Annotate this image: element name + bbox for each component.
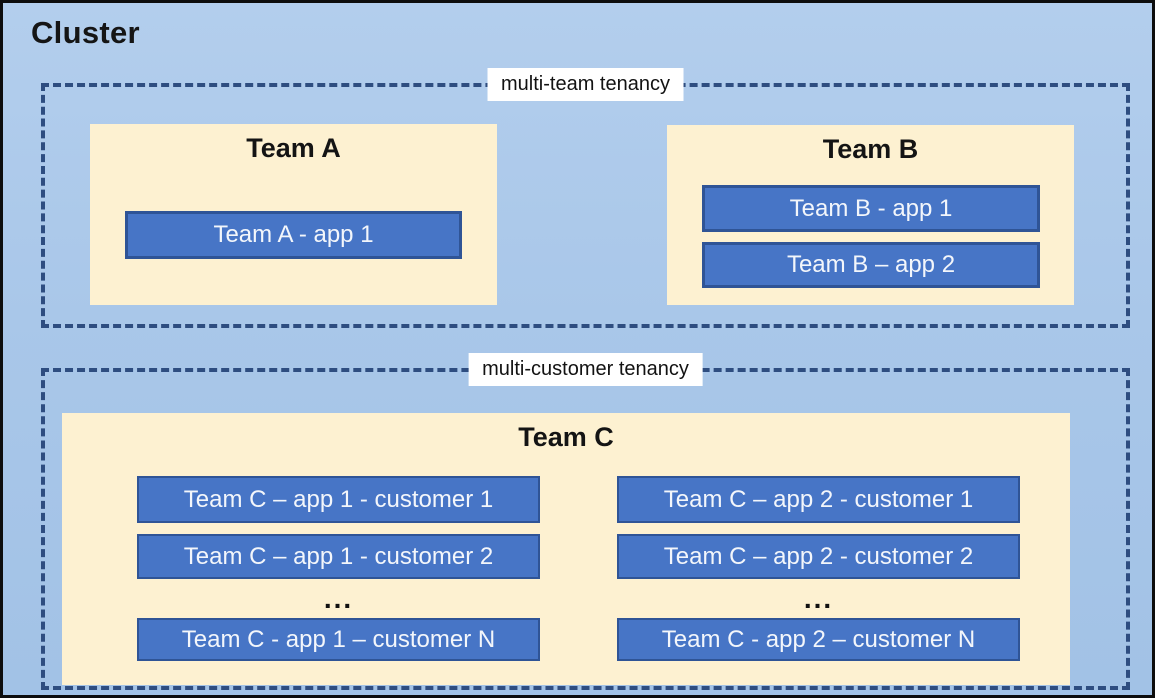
team-c-panel: Team C Team C – app 1 - customer 1 Team … [62, 413, 1070, 685]
team-b-title: Team B [822, 134, 919, 164]
multi-customer-tenancy-label: multi-customer tenancy [468, 353, 703, 386]
team-c-app1-customer1-box: Team C – app 1 - customer 1 [137, 476, 540, 523]
team-c-app-1-column: Team C – app 1 - customer 1 Team C – app… [137, 476, 540, 661]
team-c-app2-customer1-box: Team C – app 2 - customer 1 [617, 476, 1020, 523]
multi-team-tenancy-label: multi-team tenancy [487, 68, 684, 101]
multi-team-tenancy-section: multi-team tenancy Team A Team A - app 1… [41, 68, 1130, 328]
team-b-app-2-box: Team B – app 2 [702, 242, 1040, 288]
team-c-app1-customerN-box: Team C - app 1 – customer N [137, 618, 540, 661]
cluster-title: Cluster [31, 15, 140, 50]
team-c-app1-ellipsis: ... [323, 582, 354, 614]
multi-customer-tenancy-section: multi-customer tenancy Team C Team C – a… [41, 353, 1130, 690]
team-c-app-2-column: Team C – app 2 - customer 1 Team C – app… [617, 476, 1020, 661]
team-c-title: Team C [518, 422, 614, 452]
team-a-panel: Team A Team A - app 1 [90, 124, 497, 305]
team-b-app-1-box: Team B - app 1 [702, 185, 1040, 232]
team-b-panel: Team B Team B - app 1 Team B – app 2 [667, 125, 1074, 305]
team-c-app1-customer2-box: Team C – app 1 - customer 2 [137, 534, 540, 579]
team-c-app2-customerN-box: Team C - app 2 – customer N [617, 618, 1020, 661]
team-c-app2-customer2-box: Team C – app 2 - customer 2 [617, 534, 1020, 579]
team-c-app2-ellipsis: ... [803, 582, 834, 614]
team-a-app-1-box: Team A - app 1 [125, 211, 462, 259]
team-a-title: Team A [246, 133, 341, 163]
